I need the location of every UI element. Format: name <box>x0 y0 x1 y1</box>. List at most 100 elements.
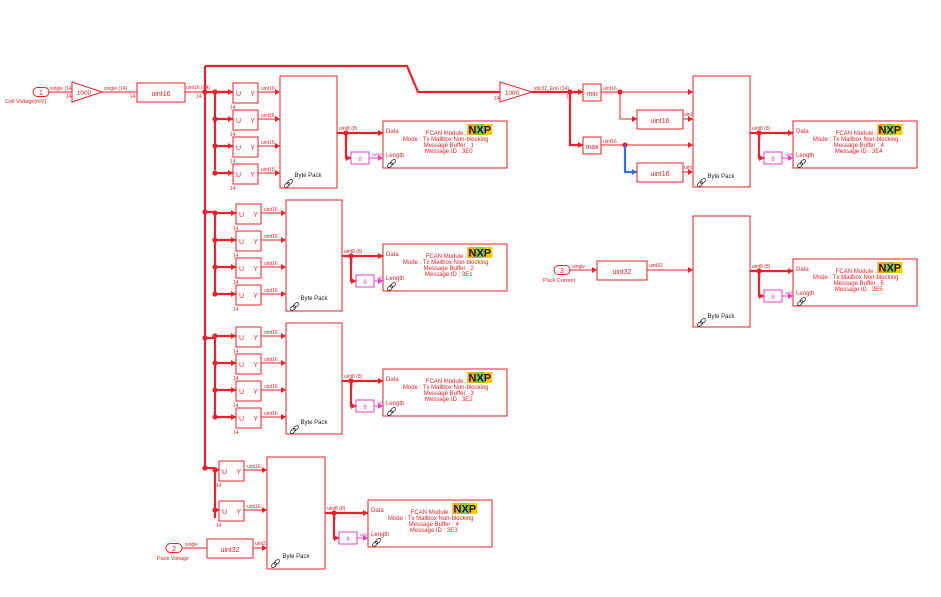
link-icon-ring <box>390 282 396 288</box>
signal-line <box>619 92 637 120</box>
can-mode-label: Mode : Tx Mailbox Non-blocking <box>388 516 474 522</box>
constant-value: 8 <box>363 405 367 411</box>
gain-block-1000-2[interactable] <box>499 81 534 103</box>
constant-sig: uint8 <box>785 290 795 295</box>
link-icon <box>697 318 706 327</box>
sig-label: uint8 (8) <box>327 506 346 512</box>
byte-pack-block-4[interactable] <box>266 456 326 570</box>
branch-point <box>212 387 218 393</box>
inport-pack-current-number: 3 <box>560 268 564 275</box>
gain-block-1000[interactable] <box>71 81 104 103</box>
byte-pack-block-6[interactable] <box>692 215 751 328</box>
selector-block[interactable] <box>235 257 262 279</box>
byte-pack-block-3[interactable] <box>285 322 343 435</box>
dim-label: 14 <box>130 94 136 100</box>
can-data-port: Data <box>386 129 399 135</box>
arrow-head <box>281 333 286 339</box>
link-icon <box>290 302 299 311</box>
sig-label: uint16 <box>247 504 261 510</box>
signal-line <box>757 271 764 298</box>
byte-pack-block-1[interactable] <box>279 75 338 189</box>
selector-y: Y <box>253 266 258 273</box>
arrow-head <box>592 267 597 273</box>
branch-point <box>212 414 218 420</box>
nxp-n <box>467 372 476 383</box>
selector-block[interactable] <box>235 203 262 225</box>
arrow-head <box>632 116 637 122</box>
link-icon <box>284 179 293 188</box>
dim-label: 14 <box>233 280 239 286</box>
sig-label: uint8 (8) <box>344 374 363 380</box>
sig-label: uint32 <box>649 263 663 269</box>
selector-block[interactable] <box>218 460 245 482</box>
dim-label: 14 <box>233 349 239 355</box>
can-data-port: Data <box>386 252 399 258</box>
signal-line <box>332 513 339 540</box>
can-mode-label: Mode : Tx Mailbox Non-blocking <box>813 137 899 143</box>
dim-label: 14 <box>566 94 572 100</box>
nxp-p <box>484 124 493 135</box>
arrow-head <box>788 130 793 136</box>
sig-label: uint16 <box>684 112 698 118</box>
dim-label: 14 <box>494 96 500 102</box>
nxp-logo-icon: NXP <box>467 372 493 385</box>
selector-block[interactable] <box>232 136 259 158</box>
can-mode-label: Mode : Tx Mailbox Non-blocking <box>403 137 489 143</box>
selector-block[interactable] <box>235 353 262 375</box>
selector-block[interactable] <box>235 326 262 348</box>
sig-label: uint16 <box>261 86 275 92</box>
arrow-head <box>632 169 637 175</box>
selector-block[interactable] <box>232 109 259 131</box>
arrow-head <box>275 116 280 122</box>
selector-block[interactable] <box>235 380 262 402</box>
can-data-port: Data <box>386 377 399 383</box>
arrow-head <box>231 210 236 216</box>
sig-label: uint16 <box>603 86 617 92</box>
link-icon-ring <box>271 562 277 568</box>
can-mode-label: Mode : Tx Mailbox Non-blocking <box>403 385 489 391</box>
can-data-port: Data <box>796 129 809 135</box>
selector-u: U <box>239 335 244 342</box>
selector-block[interactable] <box>218 500 245 522</box>
byte-pack-block-5[interactable] <box>692 75 751 188</box>
selector-u: U <box>236 118 241 125</box>
dim-label: 14 <box>216 523 222 529</box>
sig-label: sfix32_En6 (14) <box>534 86 569 92</box>
can-module-label: FCAN Module : 0 <box>426 379 473 385</box>
arrow-head <box>281 264 286 270</box>
arrow-head <box>334 535 339 541</box>
link-icon-ring <box>697 321 703 327</box>
selector-block[interactable] <box>232 163 259 185</box>
selector-block[interactable] <box>235 230 262 252</box>
sig-label: uint16 <box>264 261 278 267</box>
can-id-label: Message ID : 3E4 <box>835 149 883 155</box>
signal-line <box>349 256 356 283</box>
selector-y: Y <box>253 239 258 246</box>
nxp-logo-text: NXP <box>469 373 492 385</box>
gain-value: 1000 <box>505 90 520 97</box>
branch-point <box>202 465 208 471</box>
link-icon-ring <box>372 541 378 547</box>
nxp-logo-text: NXP <box>469 125 492 137</box>
byte-pack-block-2[interactable] <box>285 199 343 312</box>
constant-sig: uint8 <box>377 275 387 280</box>
sig-label: uint8 (8) <box>344 249 363 255</box>
selector-block[interactable] <box>235 284 262 306</box>
selector-block[interactable] <box>235 407 262 429</box>
dim-label: 14 <box>196 94 202 100</box>
can-buffer-label: Message Buffer : 5 <box>834 281 885 287</box>
can-length-port: Length <box>386 153 404 159</box>
sig-label: uint16 <box>264 357 278 363</box>
nxp-x <box>475 247 485 258</box>
arrow-head <box>281 237 286 243</box>
selector-block[interactable] <box>232 82 259 104</box>
arrow-head <box>214 467 219 473</box>
can-length-port: Length <box>371 532 389 538</box>
nxp-n <box>467 124 476 135</box>
branch-point <box>212 143 218 149</box>
can-mode-label: Mode : Tx Mailbox Non-blocking <box>403 260 489 266</box>
arrow-head <box>262 507 267 513</box>
arrow-head <box>759 155 764 161</box>
selector-u: U <box>239 362 244 369</box>
sig-label: uint8 (8) <box>339 126 358 132</box>
